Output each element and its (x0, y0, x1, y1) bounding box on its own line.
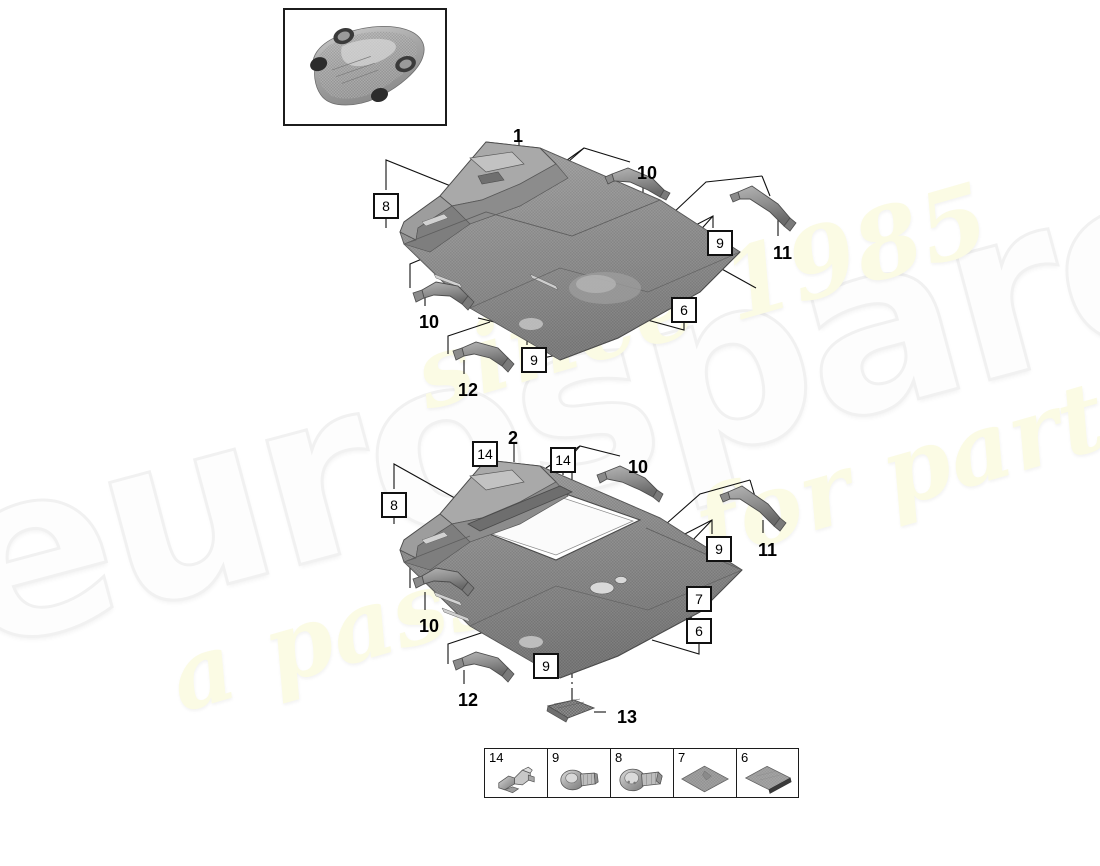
part-grab-handle-10-lower-right (596, 465, 664, 503)
callout-lower-14-2[interactable]: 14 (550, 447, 576, 473)
insulation-pad-icon (744, 765, 792, 794)
callout-lower-6-8[interactable]: 6 (686, 618, 712, 644)
callout-upper-6-5[interactable]: 6 (671, 297, 697, 323)
callout-lower-10-9[interactable]: 10 (419, 616, 440, 636)
retaining-clip-icon (498, 766, 535, 794)
legend-number-9: 9 (552, 750, 560, 765)
part-grab-handle-11-upper (729, 185, 797, 232)
vehicle-overview-inset (283, 8, 447, 126)
callout-upper-10-6[interactable]: 10 (419, 312, 440, 332)
parts-artwork (399, 141, 797, 723)
callout-upper-11-3[interactable]: 11 (773, 243, 793, 263)
legend-number-6: 6 (741, 750, 749, 765)
callout-lower-10-4[interactable]: 10 (628, 457, 649, 477)
callout-lower-9-10[interactable]: 9 (533, 653, 559, 679)
legend-number-8: 8 (615, 750, 623, 765)
callout-upper-1-0[interactable]: 1 (513, 126, 524, 146)
dome-head-bolt-icon (619, 768, 663, 792)
callout-lower-12-11[interactable]: 12 (458, 690, 479, 710)
callout-lower-7-7[interactable]: 7 (686, 586, 712, 612)
callout-upper-9-4[interactable]: 9 (707, 230, 733, 256)
legend-number-14: 14 (489, 750, 504, 765)
callout-lower-14-1[interactable]: 14 (472, 441, 498, 467)
part-roof-panel-lower (399, 459, 743, 679)
legend-strip: 14 9 8 (484, 748, 799, 798)
pan-head-screw-icon (560, 769, 599, 791)
legend-item-7[interactable]: 7 (673, 748, 736, 798)
callout-lower-13-12[interactable]: 13 (617, 707, 638, 727)
legend-item-6[interactable]: 6 (736, 748, 799, 798)
legend-item-9[interactable]: 9 (547, 748, 610, 798)
part-roof-panel-upper (399, 141, 741, 361)
diagram-canvas: eurospares since 1985 a passion for part… (0, 8, 1100, 798)
callout-upper-8-1[interactable]: 8 (373, 193, 399, 219)
callout-lower-8-3[interactable]: 8 (381, 492, 407, 518)
callout-lower-2-0[interactable]: 2 (508, 428, 519, 448)
part-grab-handle-10-upper-right (604, 167, 671, 201)
part-grab-handle-12-lower (452, 651, 515, 683)
legend-item-14[interactable]: 14 (484, 748, 547, 798)
part-grab-handle-11-lower (719, 485, 787, 532)
callout-upper-9-7[interactable]: 9 (521, 347, 547, 373)
callout-upper-12-8[interactable]: 12 (458, 380, 479, 400)
callout-lower-9-6[interactable]: 9 (706, 536, 732, 562)
callout-upper-10-2[interactable]: 10 (637, 163, 658, 183)
legend-number-7: 7 (678, 750, 686, 765)
part-grab-handle-12-upper (452, 341, 515, 373)
legend-item-8[interactable]: 8 (610, 748, 673, 798)
vehicle-overview-icon (310, 26, 425, 106)
damping-pad-icon (681, 765, 729, 793)
callout-lower-11-5[interactable]: 11 (758, 540, 778, 560)
part-trim-13 (546, 698, 596, 723)
